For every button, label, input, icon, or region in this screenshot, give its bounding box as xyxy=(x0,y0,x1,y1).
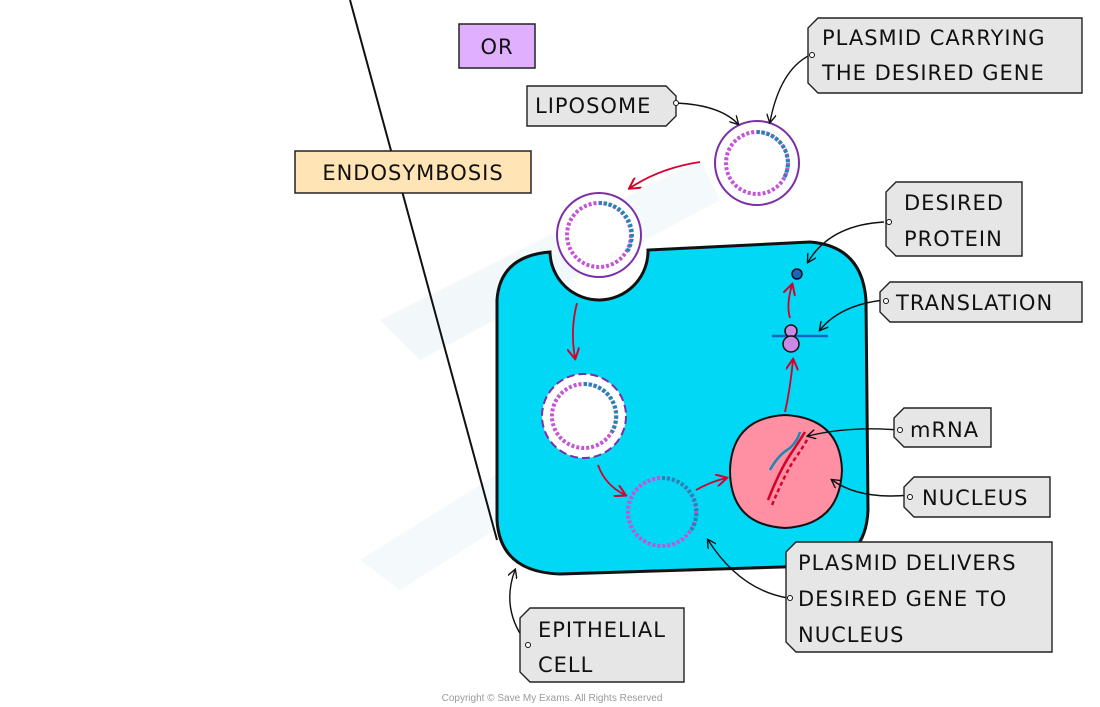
svg-text:PROTEIN: PROTEIN xyxy=(904,227,1003,251)
svg-text:THE DESIRED GENE: THE DESIRED GENE xyxy=(821,61,1045,85)
divider-line xyxy=(349,0,498,541)
liposome-plasmid xyxy=(714,120,800,206)
svg-text:CELL: CELL xyxy=(538,653,593,677)
vesicle-plasmid xyxy=(541,373,627,459)
svg-text:LIPOSOME: LIPOSOME xyxy=(535,94,651,118)
endosymbosis-text: ENDOSYMBOSIS xyxy=(322,161,503,185)
endocytosis-plasmid xyxy=(556,192,642,278)
or-box: OR xyxy=(458,23,536,69)
tag-translation: TRANSLATION xyxy=(879,281,1083,323)
tag-epithelial-cell: EPITHELIAL CELL xyxy=(519,607,685,683)
ribosome xyxy=(772,324,828,353)
svg-text:TRANSLATION: TRANSLATION xyxy=(895,291,1053,315)
or-text: OR xyxy=(480,35,513,59)
svg-text:DESIRED GENE TO: DESIRED GENE TO xyxy=(798,587,1007,611)
svg-text:PLASMID DELIVERS: PLASMID DELIVERS xyxy=(798,551,1017,575)
tag-plasmid-delivers: PLASMID DELIVERS DESIRED GENE TO NUCLEUS xyxy=(785,541,1053,653)
process-arrows xyxy=(573,161,793,495)
tag-plasmid-carrying: PLASMID CARRYING THE DESIRED GENE xyxy=(807,17,1083,94)
released-plasmid xyxy=(626,475,699,548)
tag-mrna: mRNA xyxy=(893,407,992,448)
desired-protein-dot xyxy=(791,268,803,280)
svg-text:DESIRED: DESIRED xyxy=(904,191,1004,215)
tag-desired-protein: DESIRED PROTEIN xyxy=(885,181,1023,257)
svg-text:EPITHELIAL: EPITHELIAL xyxy=(538,618,666,642)
svg-text:NUCLEUS: NUCLEUS xyxy=(922,486,1028,510)
copyright-text: Copyright © Save My Exams. All Rights Re… xyxy=(442,693,663,704)
tag-liposome: LIPOSOME xyxy=(526,85,679,127)
svg-text:mRNA: mRNA xyxy=(910,418,979,442)
svg-text:NUCLEUS: NUCLEUS xyxy=(798,623,904,647)
tag-nucleus: NUCLEUS xyxy=(903,476,1051,518)
endosymbosis-box: ENDOSYMBOSIS xyxy=(294,150,532,194)
svg-text:PLASMID CARRYING: PLASMID CARRYING xyxy=(822,26,1046,50)
nucleus xyxy=(728,413,844,530)
